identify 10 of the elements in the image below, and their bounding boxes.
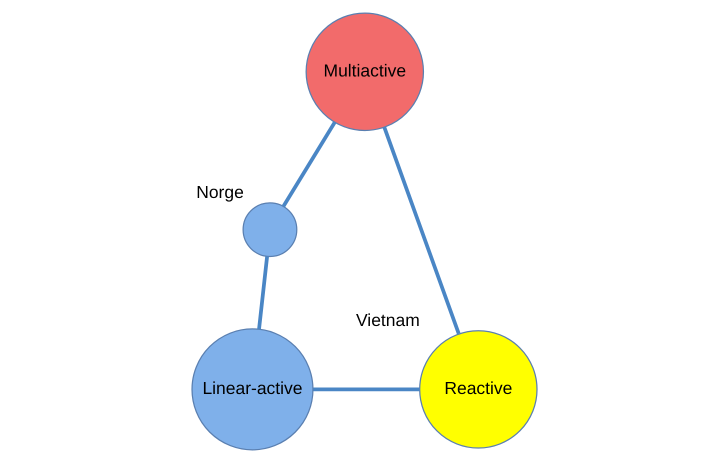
node-circle <box>242 202 297 258</box>
node-circle: Multiactive <box>305 12 424 132</box>
connector <box>382 126 460 334</box>
node-circle: Reactive <box>418 330 538 449</box>
connector <box>256 256 268 330</box>
node-label: Vietnam <box>355 310 420 330</box>
node-label: Norge <box>196 182 244 202</box>
connector <box>312 388 419 392</box>
node-circle: Linear-active <box>190 328 314 450</box>
connector <box>281 121 336 208</box>
